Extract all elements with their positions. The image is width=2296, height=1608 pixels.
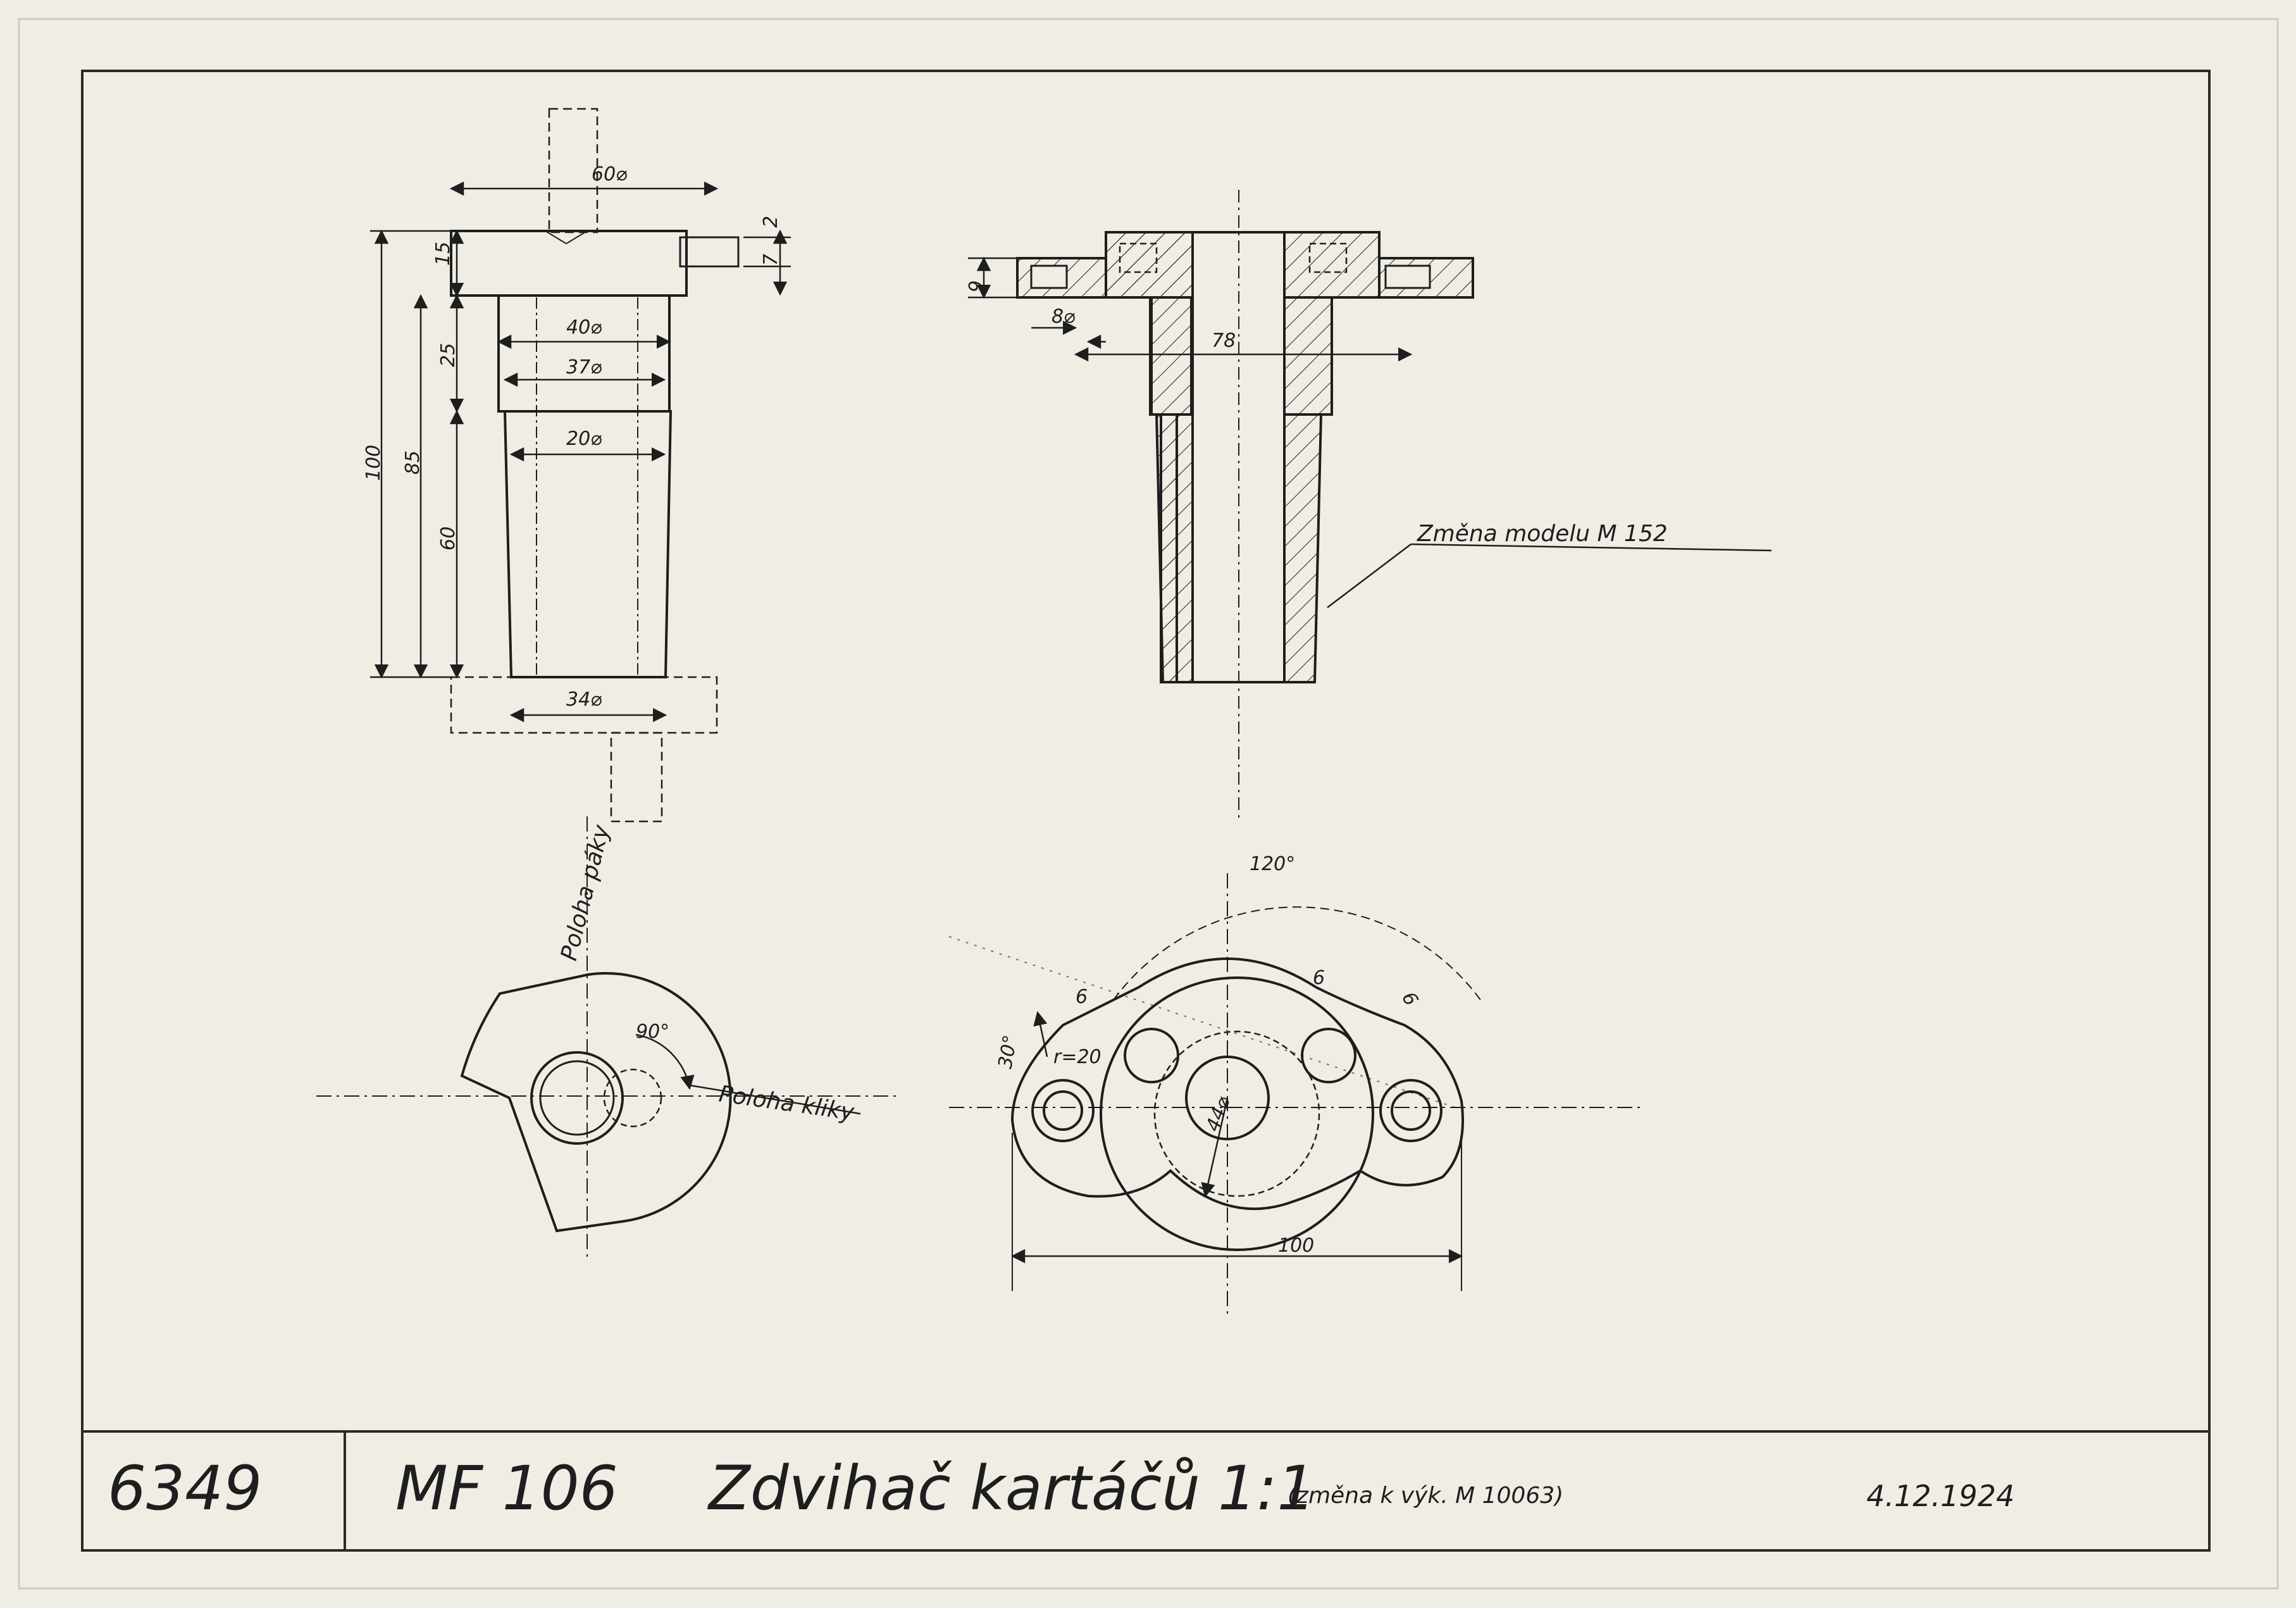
flange-hub-hidden xyxy=(1153,1030,1320,1197)
dim-15: 15 xyxy=(432,242,454,266)
drawing-scale: 1:1 xyxy=(1218,1453,1316,1524)
drawing-date: 4.12.1924 xyxy=(1866,1479,2014,1513)
drawing-title: Zdvihač kartáčů xyxy=(707,1453,1200,1524)
drawing-code: MF 106 xyxy=(395,1453,618,1524)
dim-9: 9 xyxy=(965,280,988,292)
lever-hub-hidden xyxy=(603,1068,662,1128)
dim-60: 60 xyxy=(437,527,459,551)
lever-hub-inner xyxy=(539,1060,615,1136)
dim-78: 78 xyxy=(1212,330,1236,352)
dim-100: 100 xyxy=(363,445,385,481)
hole-upper-left xyxy=(1124,1028,1179,1083)
lever-body xyxy=(460,972,732,1233)
hole-right-inner xyxy=(1391,1090,1431,1131)
flange-width-6-mid: 6 xyxy=(1313,967,1325,989)
drawing-border xyxy=(81,70,2211,1552)
section-wall-left xyxy=(1149,296,1193,416)
section-shank-left xyxy=(1155,413,1194,683)
dim-8-dia: 8⌀ xyxy=(1052,306,1075,328)
drawing-number: 6349 xyxy=(108,1453,262,1524)
section-shank-right xyxy=(1283,413,1323,683)
section-wall-right xyxy=(1283,296,1333,416)
flange-angle-120: 120° xyxy=(1250,853,1295,875)
lever-view xyxy=(316,816,898,1259)
lever-angle-90: 90° xyxy=(636,1021,669,1043)
model-change-note: Změna modelu M 152 xyxy=(1417,521,1668,547)
flange-radius-20: r=20 xyxy=(1053,1046,1101,1068)
dim-20-dia: 20⌀ xyxy=(566,428,602,450)
flange-length-100: 100 xyxy=(1278,1235,1314,1257)
flange-arc-dash xyxy=(1113,906,1481,1000)
section-dimensions xyxy=(968,190,1772,823)
flange-width-6-left: 6 xyxy=(1076,986,1088,1008)
side-dimensions xyxy=(370,181,791,723)
hole-left-outer xyxy=(1031,1079,1095,1142)
hole-left-inner xyxy=(1043,1090,1083,1131)
dim-34-dia: 34⌀ xyxy=(566,689,602,711)
dim-85: 85 xyxy=(402,451,424,475)
hole-right-outer xyxy=(1379,1079,1443,1142)
dim-60-dia: 60⌀ xyxy=(592,163,627,185)
section-flange-top-left xyxy=(1105,231,1194,299)
flange-bore xyxy=(1185,1056,1270,1140)
section-flange-top-right xyxy=(1283,231,1381,299)
side-pin xyxy=(679,236,740,268)
flange-view xyxy=(948,873,1645,1316)
dim-2: 2 xyxy=(760,216,782,228)
dim-40-dia: 40⌀ xyxy=(566,316,602,339)
dim-25: 25 xyxy=(437,343,459,367)
flange-outline xyxy=(1010,957,1464,1211)
lever-hub-outer xyxy=(530,1051,624,1145)
bottom-phantom xyxy=(450,676,718,734)
paper-edge xyxy=(18,18,2279,1590)
drawing-change-note: (změna k výk. M 10063) xyxy=(1288,1483,1563,1509)
dim-7: 7 xyxy=(760,254,782,266)
hole-upper-right xyxy=(1301,1028,1356,1083)
dim-37-dia: 37⌀ xyxy=(566,356,602,378)
